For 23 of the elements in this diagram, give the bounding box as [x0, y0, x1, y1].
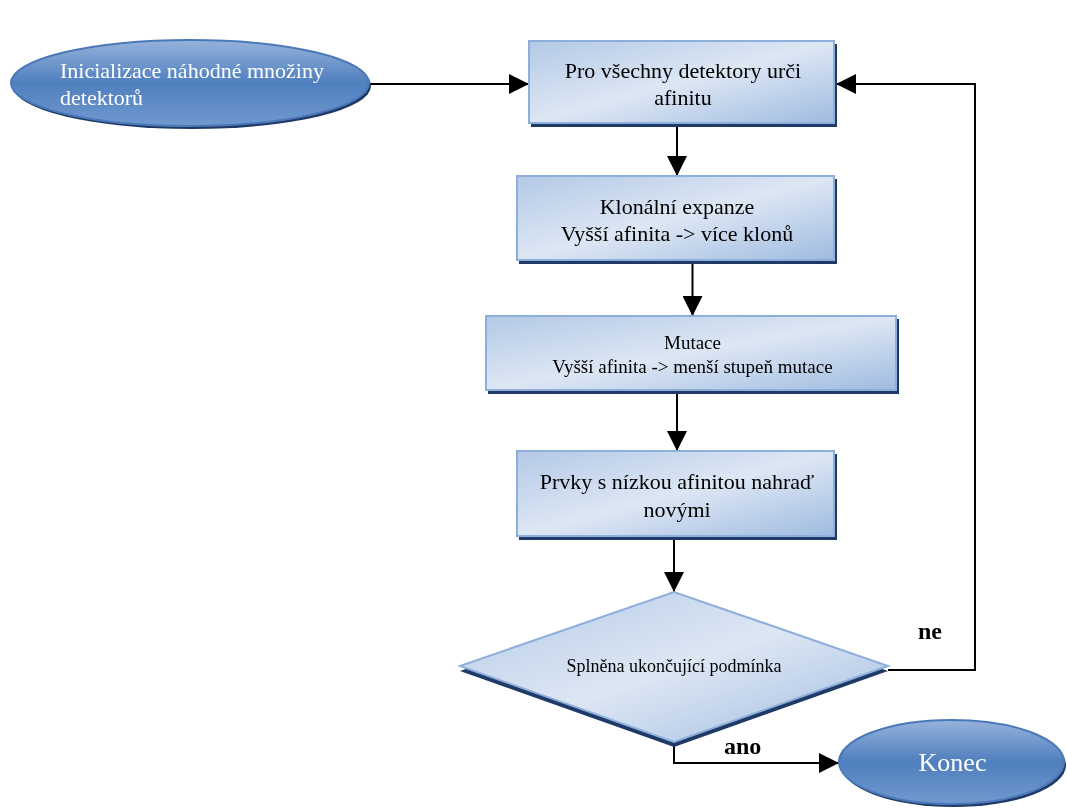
- process-box: [516, 450, 838, 541]
- arrow: [682, 263, 703, 317]
- arrow: [673, 745, 840, 773]
- terminal-ellipse: [838, 718, 1067, 808]
- node-text: Inicializace náhodné množiny detektorů: [60, 56, 325, 112]
- edge-label: ne: [918, 618, 942, 645]
- node-text: Klonální expanze: [599, 192, 755, 220]
- arrow: [667, 126, 687, 177]
- node-text: Splněna ukončující podmínka: [566, 654, 782, 678]
- edge-label: ano: [724, 733, 762, 760]
- arrow: [664, 539, 684, 593]
- node-text: Pro všechny detektory urči afinitu: [563, 56, 803, 112]
- node-text: Vyšší afinita -> menší stupeň mutace: [552, 355, 833, 379]
- process-box: [516, 175, 838, 265]
- process-box: [485, 315, 900, 395]
- arrow: [667, 393, 687, 452]
- node-text: Vyšší afinita -> více klonů: [560, 220, 794, 248]
- node-text: Prvky s nízkou afinitou nahraď novými: [538, 468, 816, 523]
- process-box: [528, 40, 838, 128]
- node-text: Konec: [918, 746, 987, 779]
- arrow: [369, 74, 530, 94]
- terminal-ellipse: [10, 38, 372, 130]
- node-text: Mutace: [664, 331, 721, 355]
